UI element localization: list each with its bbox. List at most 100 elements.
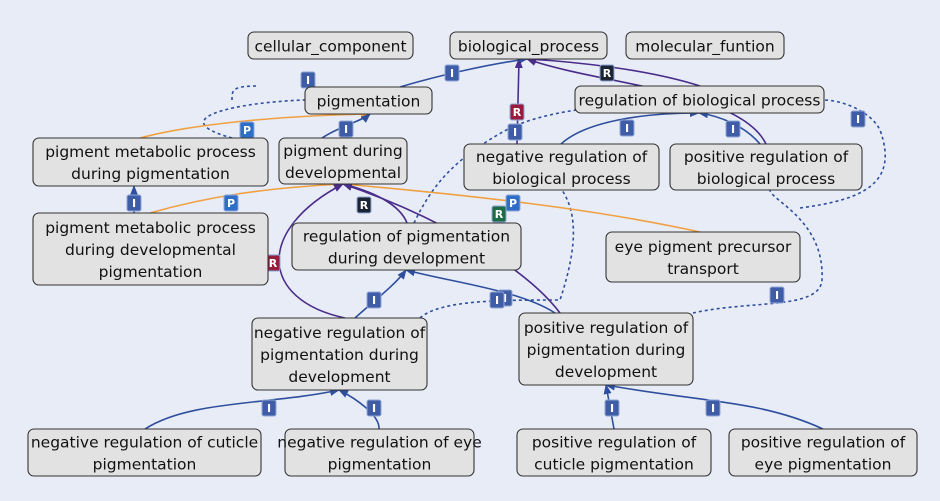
badge-square: [769, 286, 785, 304]
node-box: [605, 231, 801, 283]
edge-badge-i: I: [366, 291, 382, 309]
node-label-line: positive regulation of: [684, 148, 849, 166]
badge-square: [599, 64, 615, 82]
node-label-line: pigmentation: [93, 456, 197, 474]
badge-square: [366, 291, 382, 309]
badge-letter: R: [269, 257, 278, 270]
edge-pmdp-to-pdd: [149, 180, 344, 214]
node-label-line: pigmentation during: [527, 341, 686, 359]
node-label-line: pigment metabolic process: [45, 219, 256, 237]
edge-badge-i: I: [338, 120, 354, 138]
node-label-line: regulation of pigmentation: [303, 228, 510, 246]
node-rbp[interactable]: regulation of biological process: [574, 85, 825, 114]
node-bp[interactable]: biological_process: [449, 31, 608, 60]
node-pmdp[interactable]: pigment metabolic process during developm…: [32, 212, 269, 286]
badge-letter: R: [513, 106, 522, 119]
edge-badge-i: I: [261, 399, 277, 417]
edge-badge-i: I: [850, 110, 866, 128]
node-nrcp[interactable]: negative regulation of cuticle pigmentati…: [27, 428, 262, 477]
node-box: [251, 317, 428, 391]
badge-square: [338, 120, 354, 138]
edge-pig-to-bp: [399, 56, 528, 88]
badge-letter: I: [625, 122, 629, 135]
node-label-line: during development: [328, 250, 485, 268]
node-label-line: cuticle pigmentation: [534, 456, 694, 474]
badge-letter: I: [344, 123, 348, 136]
edge-nrcp-to-nrpd: [144, 388, 340, 430]
badge-square: [604, 399, 620, 417]
badge-square: [705, 399, 721, 417]
edge-badge-i: I: [769, 286, 785, 304]
badge-letter: I: [450, 67, 454, 80]
badge-letter: P: [243, 124, 251, 137]
node-label-line: biological_process: [458, 38, 599, 57]
edge-nrpd-to-rpd: [354, 269, 407, 319]
node-label-line: pigmentation during: [260, 346, 419, 364]
node-rpd[interactable]: regulation of pigmentation during develop…: [291, 222, 522, 271]
badge-letter: I: [495, 294, 499, 307]
badge-letter: P: [227, 197, 235, 210]
badge-letter: R: [360, 199, 369, 212]
node-label-line: negative regulation of eye: [277, 434, 481, 452]
edge-badge-r: R: [509, 103, 525, 121]
node-nrep[interactable]: negative regulation of eye pigmentation: [277, 428, 482, 477]
edge-badge-i: I: [300, 71, 316, 89]
edge-badge-p: P: [223, 194, 239, 212]
edge-badge-i: I: [366, 399, 382, 417]
edge-badge-i: I: [126, 194, 142, 212]
badge-letter: I: [372, 402, 376, 415]
node-box: [574, 85, 825, 114]
node-box: [32, 137, 269, 187]
badge-square: [850, 110, 866, 128]
edge-badge-i: I: [619, 119, 635, 137]
node-box: [304, 86, 433, 115]
node-label-line: pigment during: [283, 142, 402, 160]
badge-square: [126, 194, 142, 212]
node-box: [669, 143, 863, 191]
badge-square: [491, 205, 507, 223]
node-cc[interactable]: cellular_component: [247, 31, 414, 60]
badge-letter: I: [775, 289, 779, 302]
node-label-line: biological process: [492, 170, 630, 188]
edge-rbp-to-bp: [526, 55, 701, 87]
node-label-line: development: [288, 368, 390, 386]
node-label-line: pigmentation: [328, 456, 432, 474]
node-box: [463, 143, 660, 191]
node-label-line: during developmental: [65, 241, 236, 259]
node-label-line: cellular_component: [254, 38, 406, 57]
badge-letter: P: [509, 197, 517, 210]
node-box: [516, 428, 712, 477]
node-mf[interactable]: molecular_funtion: [625, 31, 785, 60]
dashed-connector: [692, 189, 823, 314]
edge-prep-to-prpd: [605, 382, 824, 430]
node-box: [32, 212, 269, 286]
dashed-connector: [202, 99, 306, 139]
edge-badge-r: R: [599, 64, 615, 82]
node-pig[interactable]: pigmentation: [304, 86, 433, 115]
badge-letter: R: [495, 208, 504, 221]
edge-badge-r: R: [491, 205, 507, 223]
badge-square: [366, 399, 382, 417]
badge-letter: I: [610, 402, 614, 415]
dashed-connector: [799, 99, 886, 209]
nodes-layer: cellular_component biological_process mole…: [27, 31, 918, 477]
edge-badge-i: I: [489, 291, 505, 309]
badge-square: [489, 291, 505, 309]
node-box: [449, 31, 608, 60]
node-label-line: negative regulation of cuticle: [31, 434, 258, 452]
node-box: [27, 428, 262, 477]
edge-prpd-to-rpd: [405, 268, 556, 314]
badge-letter: I: [856, 113, 860, 126]
badge-letter: I: [372, 294, 376, 307]
node-box: [728, 428, 918, 477]
